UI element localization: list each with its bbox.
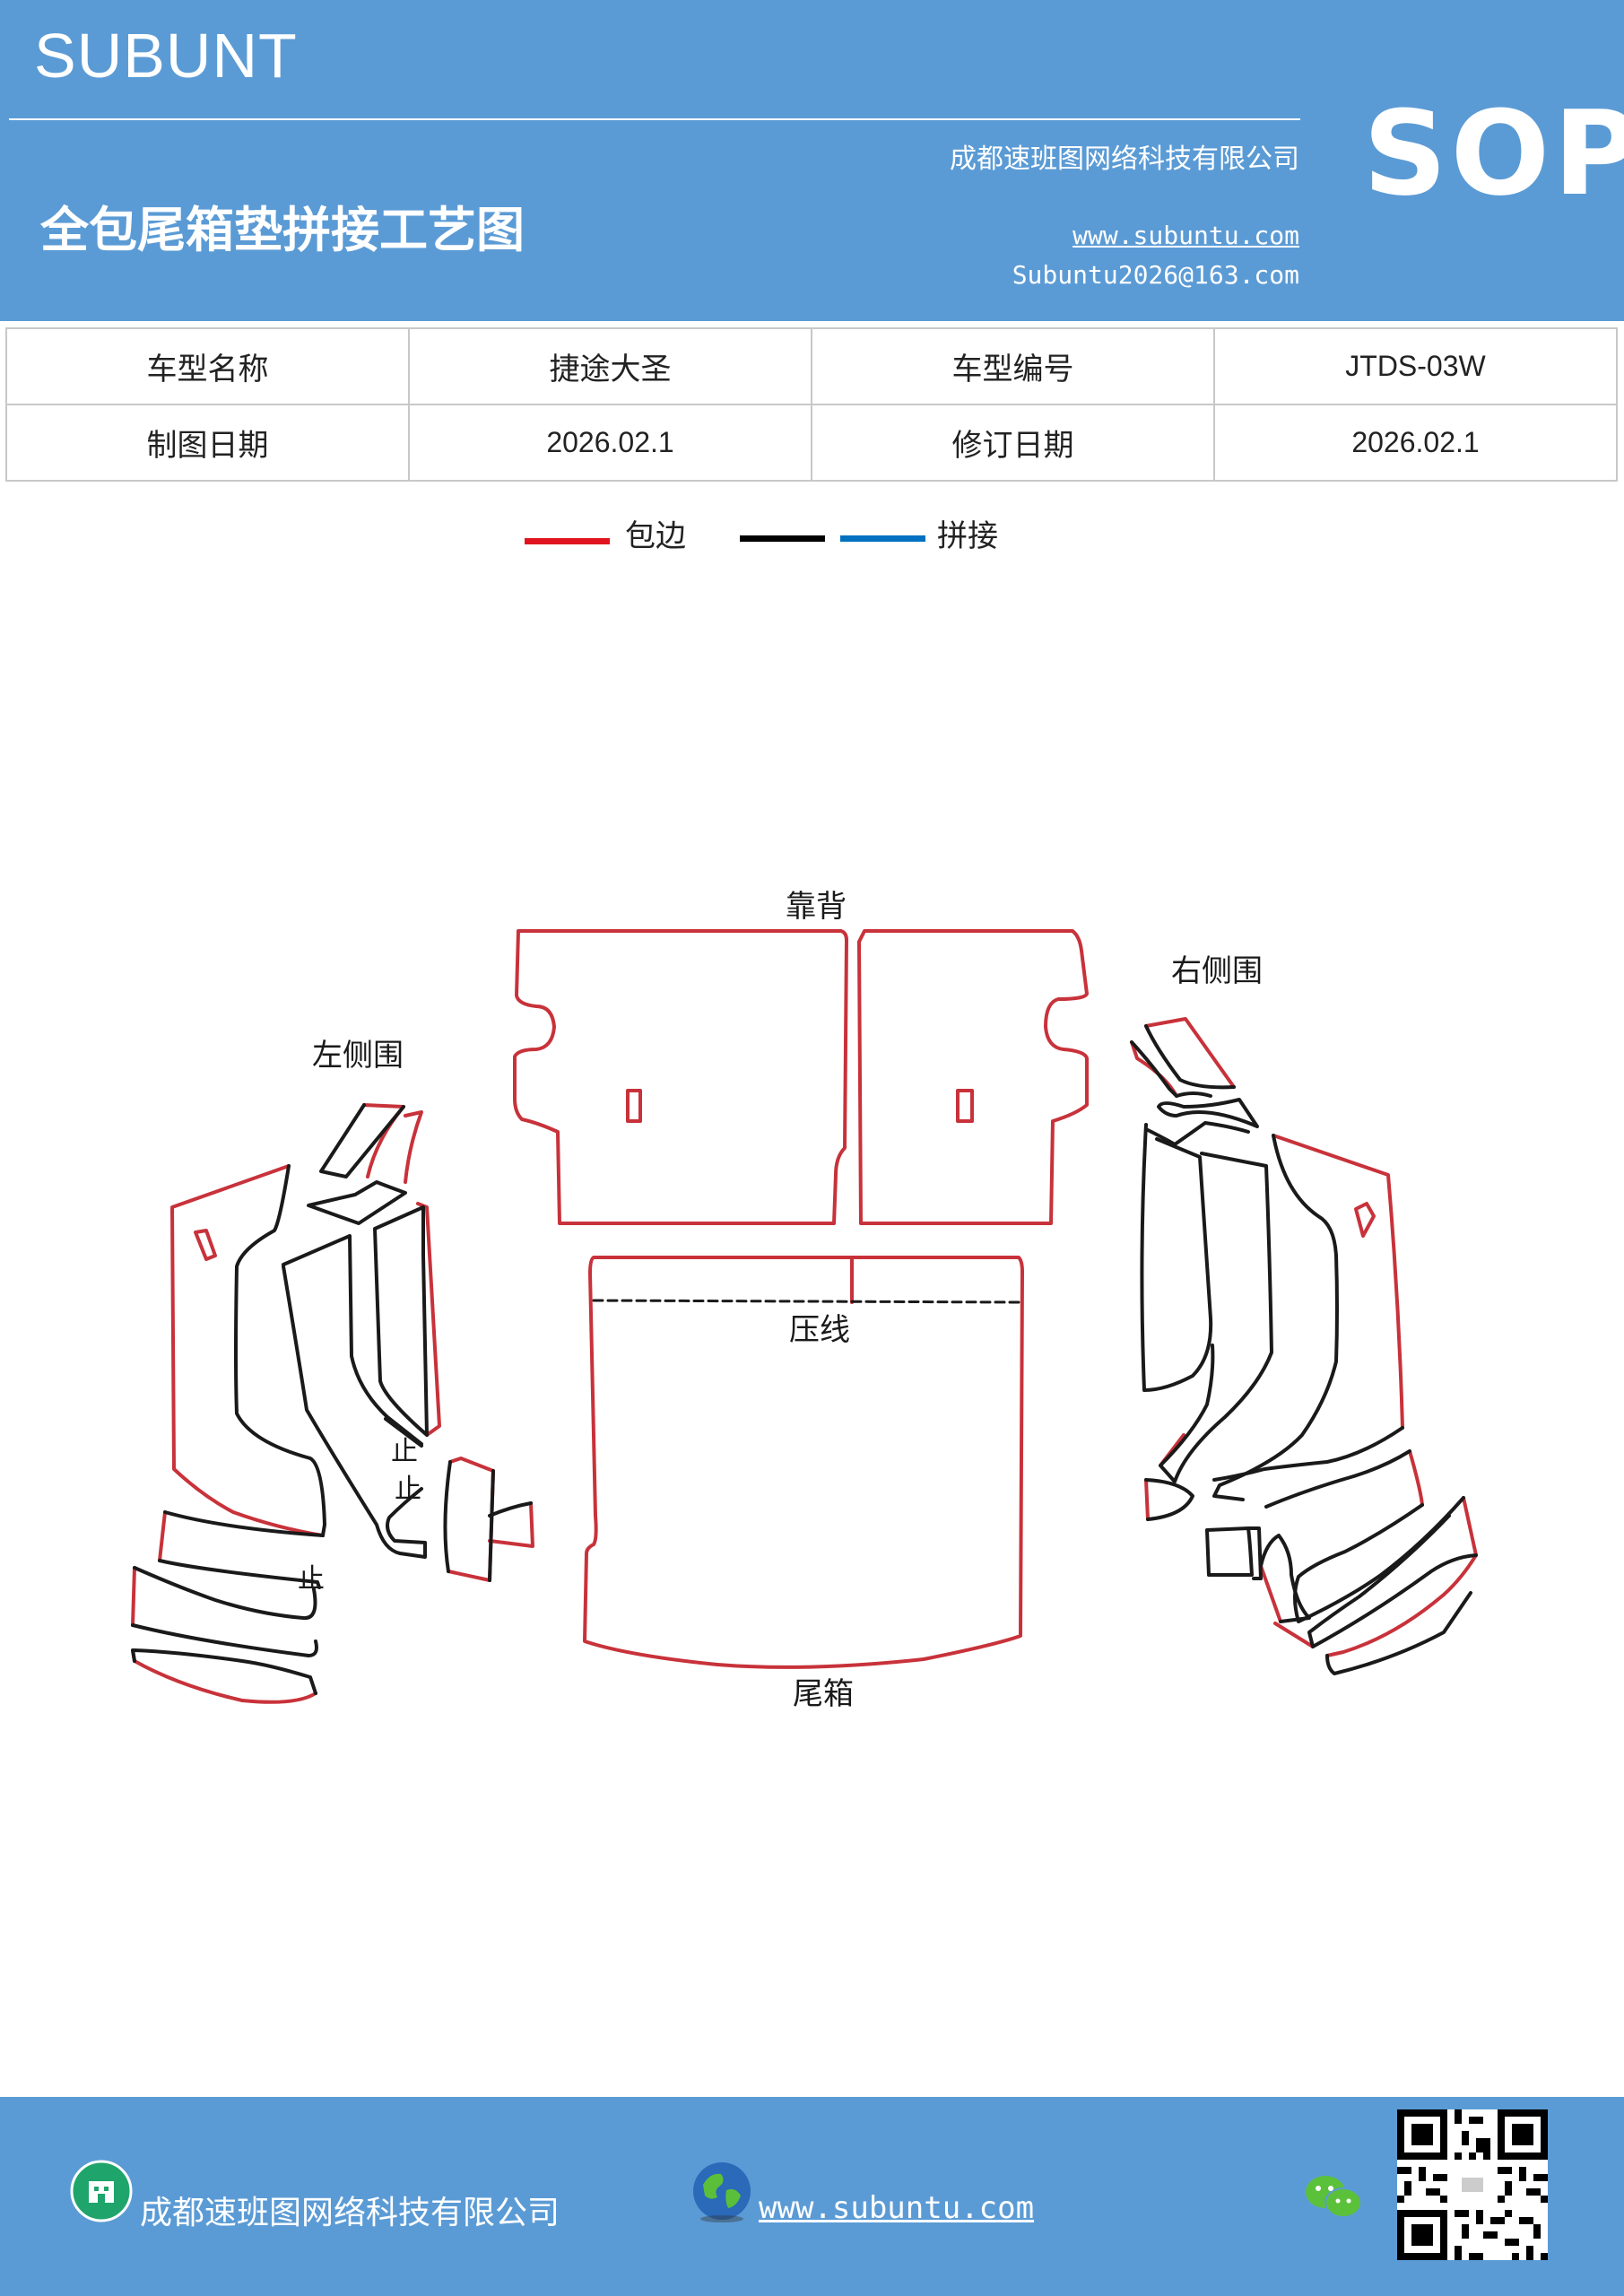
left-side-notch (194, 1229, 217, 1261)
right-side-top-edge (1144, 1017, 1236, 1089)
left-side-seam-i (131, 1648, 317, 1695)
right-side-notch (1354, 1202, 1376, 1238)
model-code-label: 车型编号 (811, 327, 1215, 405)
header-banner: SUBUNT 成都速班图网络科技有限公司 全包尾箱垫拼接工艺图 www.subu… (0, 0, 1624, 321)
left-side-tab-edge (404, 1110, 423, 1184)
backrest-right-slot (956, 1089, 974, 1123)
left-side-seam-h (131, 1566, 318, 1657)
globe-icon (693, 2162, 751, 2222)
legend-edge-label: 包边 (625, 518, 686, 554)
right-small-piece-c (1259, 1534, 1311, 1623)
legend-seam-label: 拼接 (937, 518, 998, 554)
right-side-seam-a (1144, 1024, 1236, 1090)
right-side-seam-e (1140, 1123, 1213, 1392)
model-name-label: 车型名称 (5, 327, 410, 405)
backrest-right-panel (857, 929, 1089, 1225)
footer-banner: 成都速班图网络科技有限公司 www.subuntu.com (0, 2097, 1624, 2296)
right-side-seam-g (1212, 1134, 1339, 1501)
revision-date-label: 修订日期 (811, 404, 1215, 482)
right-side-seam-k (1325, 1591, 1472, 1675)
company-name: 成都速班图网络科技有限公司 (950, 144, 1299, 175)
backrest-left-panel (513, 929, 848, 1225)
revision-date-value: 2026.02.1 (1213, 404, 1618, 482)
right-side-seam-i (1293, 1496, 1465, 1623)
header-divider (9, 118, 1300, 120)
left-side-seam-b (319, 1103, 405, 1178)
table-row: 制图日期 2026.02.1 修订日期 2026.02.1 (5, 404, 1618, 482)
building-icon (70, 2160, 133, 2222)
right-side-seam-h (1212, 1426, 1411, 1509)
label-stop-3: 止 (298, 1563, 325, 1595)
left-side-seam-e (373, 1205, 429, 1437)
left-side-outer-edge (170, 1164, 325, 1537)
document-title: 全包尾箱垫拼接工艺图 (40, 202, 525, 258)
left-side-seam-g (158, 1510, 325, 1589)
wechat-icon[interactable] (1302, 2170, 1365, 2224)
right-side-seam-f (1159, 1152, 1273, 1483)
left-side-upper-edge (416, 1202, 441, 1437)
backrest-left-slot (626, 1089, 642, 1123)
left-side-seam-a (234, 1164, 326, 1537)
right-side-outer-edge (1272, 1134, 1404, 1430)
legend: 包边 拼接 (0, 511, 1624, 565)
mat-pattern-drawing: 靠背 右侧围 左侧围 压线 尾箱 止 止 止 (131, 889, 1478, 1712)
legend-seam-line-black (740, 535, 825, 542)
table-row: 车型名称 捷途大圣 车型编号 JTDS-03W (5, 327, 1618, 405)
label-trunk: 尾箱 (793, 1676, 854, 1712)
left-small-piece-seam (443, 1460, 533, 1582)
info-table: 车型名称 捷途大圣 车型编号 JTDS-03W 制图日期 2026.02.1 修… (5, 327, 1618, 482)
right-small-piece-b (1205, 1526, 1263, 1580)
right-side-seam-d (1146, 1121, 1250, 1146)
email-address: Subuntu2026@163.com (1012, 260, 1299, 290)
label-stop-1: 止 (391, 1436, 418, 1467)
right-small-piece-a (1144, 1478, 1194, 1521)
left-small-piece-b (488, 1501, 534, 1548)
model-code-value: JTDS-03W (1213, 327, 1618, 405)
label-left-side: 左侧围 (312, 1038, 404, 1074)
brand-name: SUBUNT (34, 21, 298, 91)
left-side-seam-c (307, 1180, 407, 1225)
legend-seam-line-blue (840, 535, 925, 542)
sop-badge: SOP (1363, 85, 1624, 222)
label-crease: 压线 (789, 1312, 850, 1348)
qr-code-icon (1397, 2109, 1548, 2260)
right-side-seam-j (1307, 1514, 1478, 1648)
legend-edge-line (525, 538, 610, 544)
left-side-seam-f (282, 1265, 427, 1559)
draw-date-value: 2026.02.1 (408, 404, 812, 482)
right-side-seam-b (1130, 1040, 1212, 1098)
label-stop-2: 止 (395, 1474, 421, 1505)
website-link[interactable]: www.subuntu.com (1073, 221, 1299, 250)
left-side-lower-edges (131, 1510, 317, 1704)
model-name-value: 捷途大圣 (408, 327, 812, 405)
trunk-crease-line (592, 1299, 1020, 1304)
label-right-side: 右侧围 (1171, 953, 1263, 989)
right-side-seam-c (1157, 1098, 1259, 1128)
trunk-mat-panel (583, 1256, 1024, 1669)
left-small-piece-a (447, 1457, 495, 1582)
draw-date-label: 制图日期 (5, 404, 410, 482)
left-side-seam-d (282, 1234, 423, 1448)
footer-company-name: 成都速班图网络科技有限公司 (140, 2195, 560, 2231)
label-backrest: 靠背 (786, 889, 847, 925)
right-side-lower-edges (1144, 1433, 1478, 1657)
footer-website-link[interactable]: www.subuntu.com (759, 2190, 1035, 2226)
